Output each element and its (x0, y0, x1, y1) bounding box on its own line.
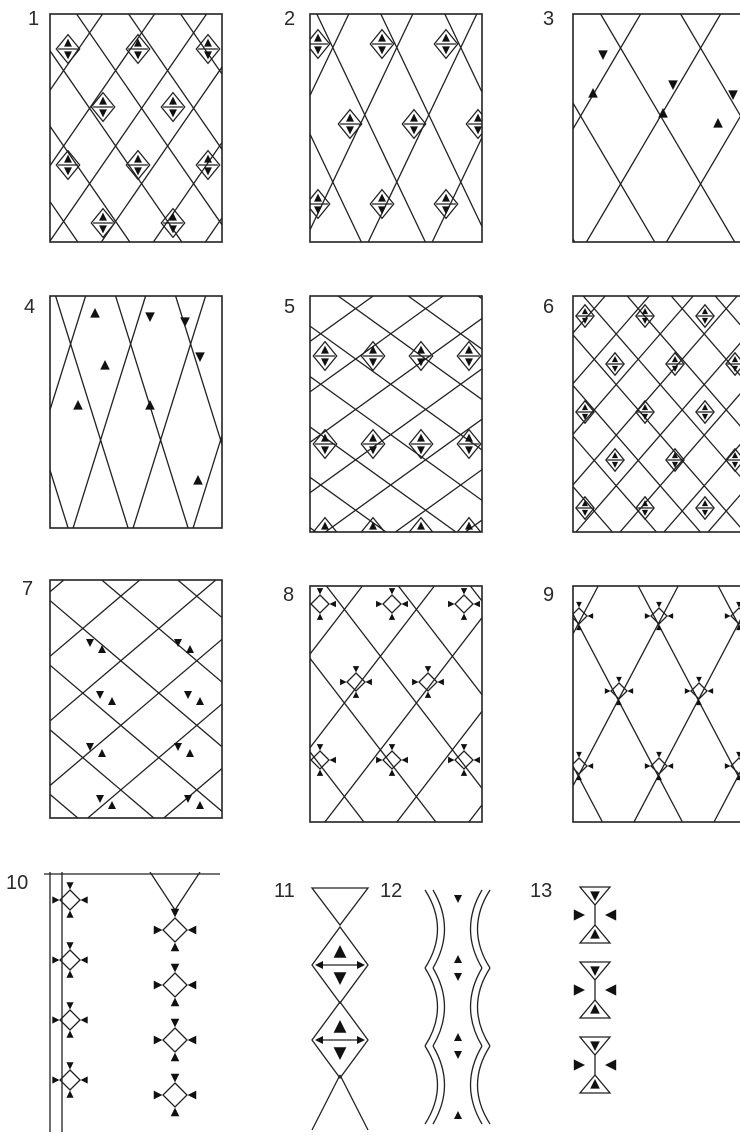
pattern-3 (0, 14, 740, 242)
pattern-2 (0, 14, 740, 242)
pattern-4 (0, 296, 740, 528)
pattern-6 (0, 296, 740, 532)
pattern-frame-4 (50, 296, 222, 528)
pattern-12 (425, 890, 490, 1124)
pattern-13 (574, 887, 616, 1093)
pattern-1 (0, 14, 740, 242)
pattern-11 (312, 888, 368, 1130)
pattern-10 (44, 872, 220, 1132)
pattern-7 (0, 580, 740, 818)
